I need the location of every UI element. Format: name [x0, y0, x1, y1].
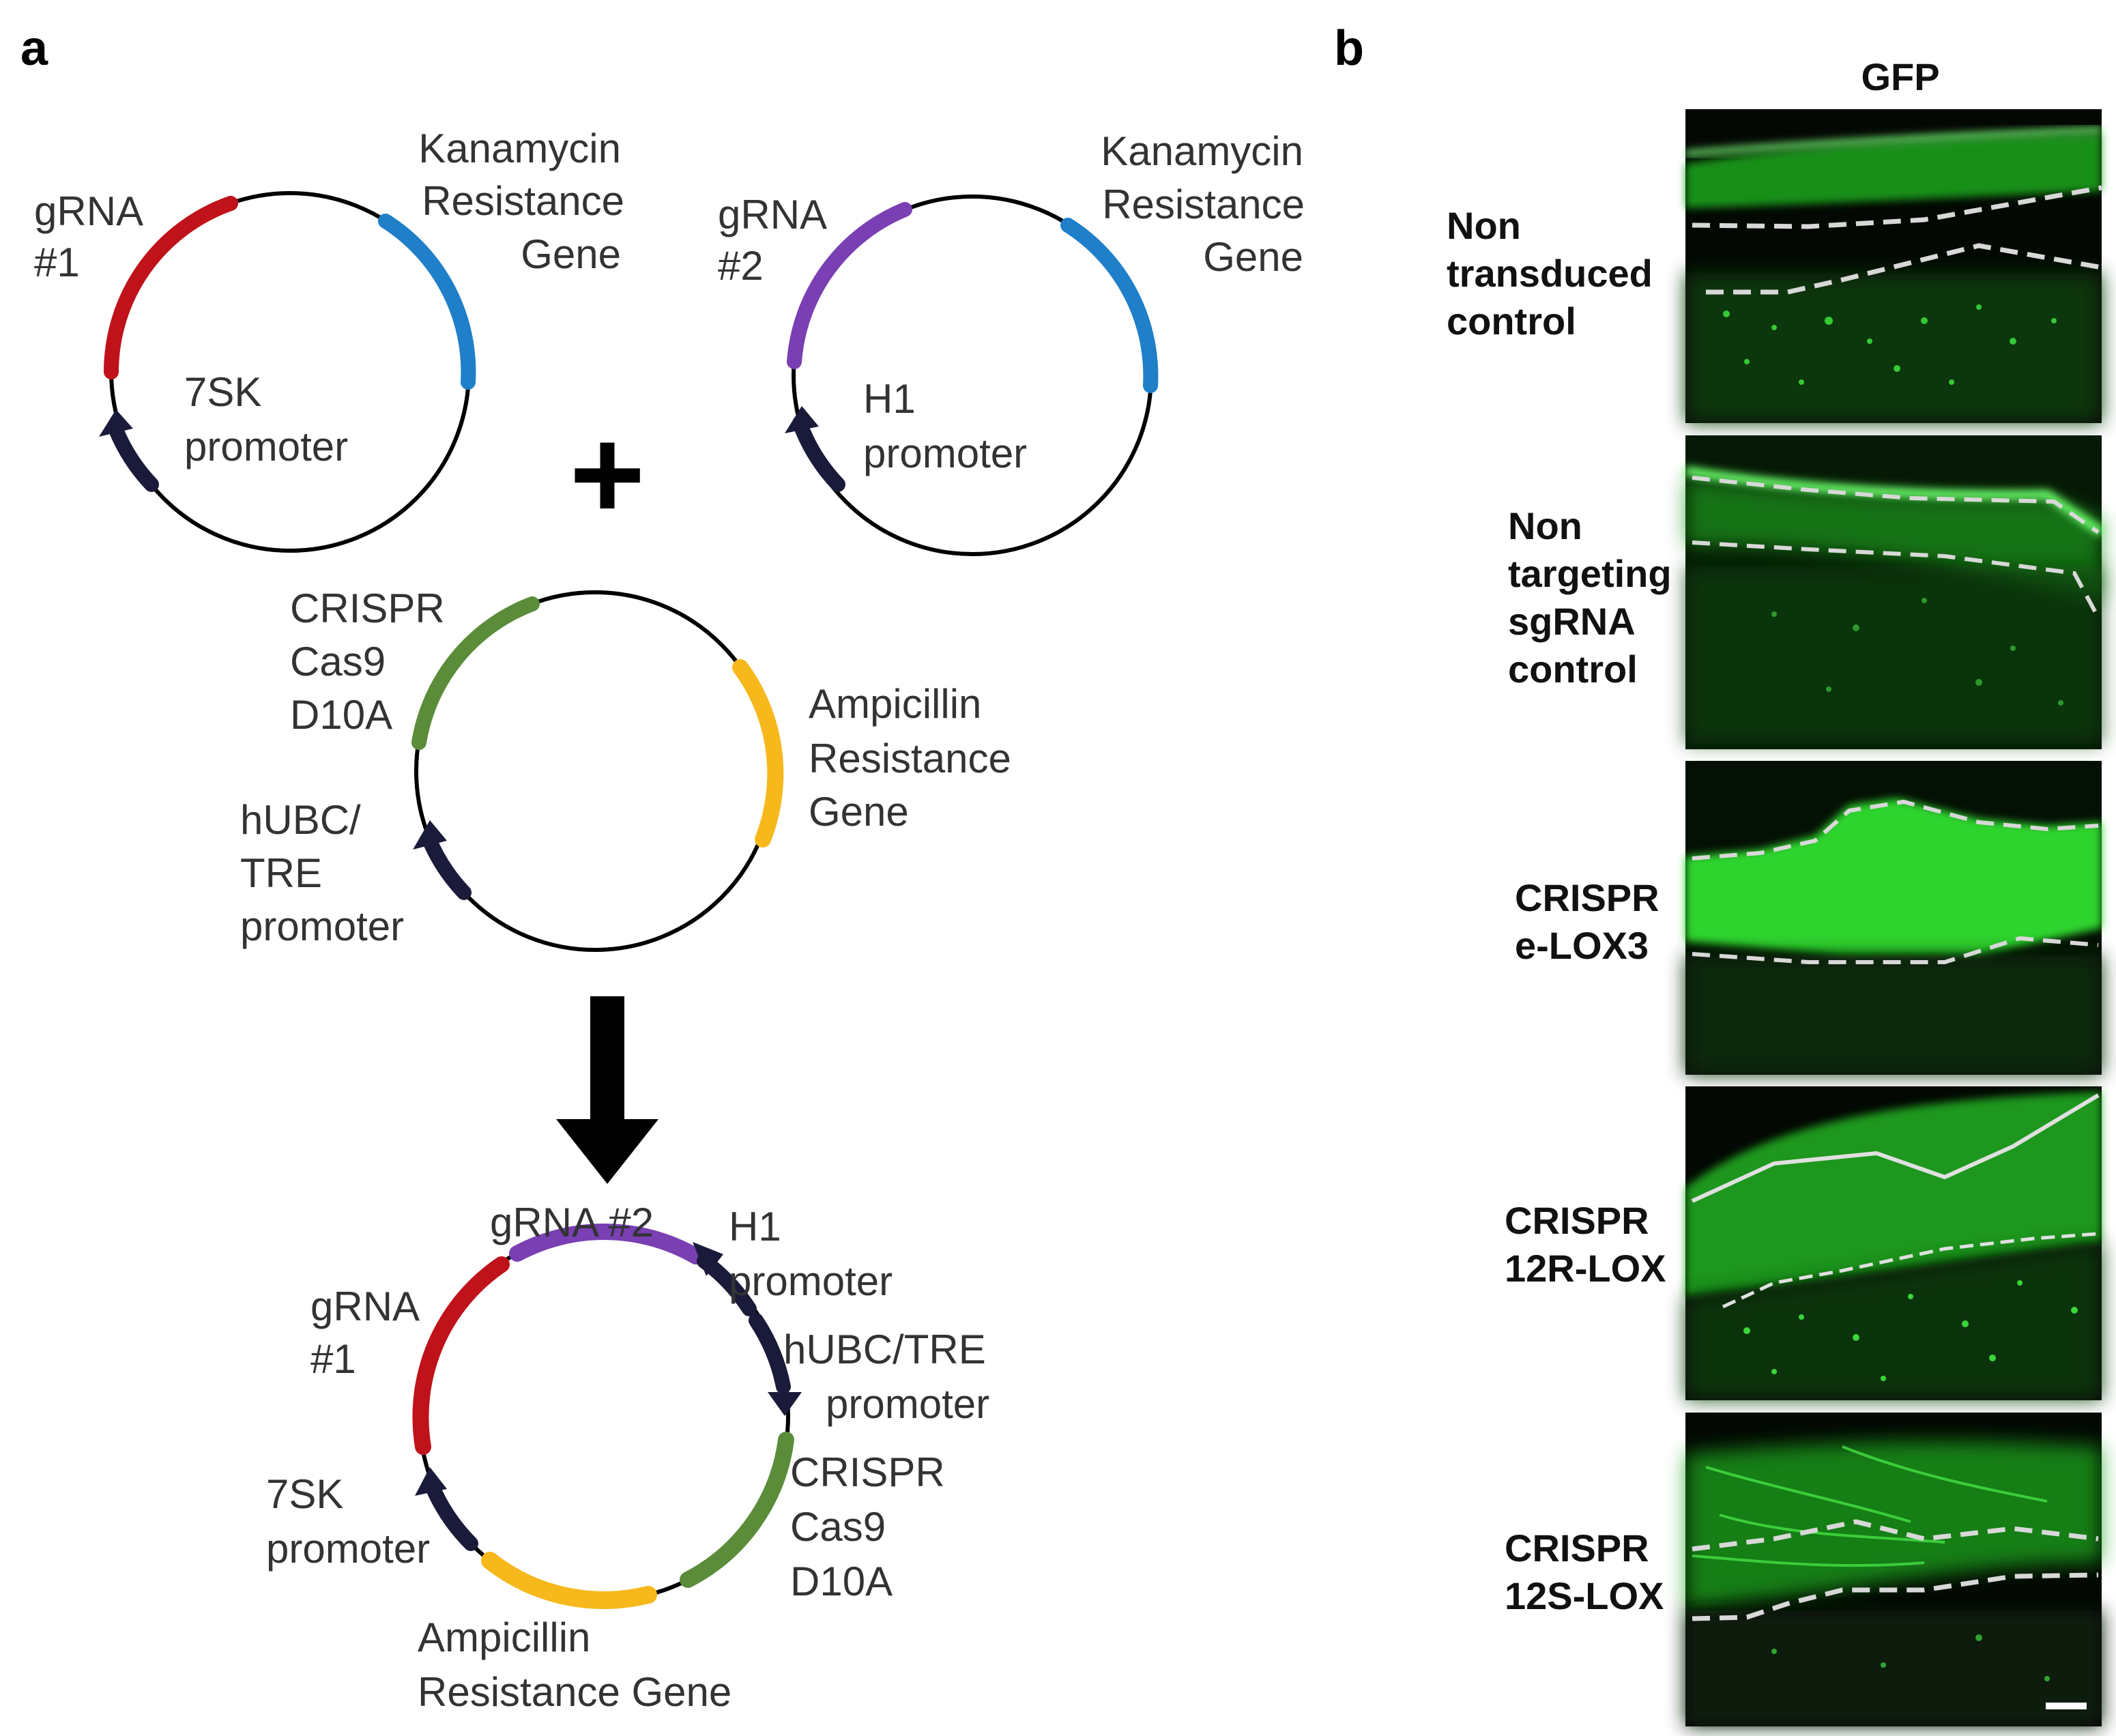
- micrograph-12s-lox: [1685, 1413, 2102, 1726]
- plasmid-4-7sk-arrowhead: [415, 1467, 447, 1496]
- row-1-label-l2: transduced: [1447, 252, 1653, 295]
- plasmid-4-7sk-arc: [424, 1477, 478, 1551]
- plasmid-3-promoter-arrowhead: [413, 820, 447, 850]
- plasmid-4-hubc-label-l1: hUBC/TRE: [783, 1327, 986, 1372]
- plasmid-1-kanamycin-arc: [378, 214, 476, 390]
- plasmid-1-promoter-arc: [107, 419, 159, 492]
- plasmid-1-gRNA-label-l1: gRNA: [34, 188, 143, 234]
- panel-label-a: a: [20, 21, 48, 76]
- plasmid-3-prom-label-l1: hUBC/: [240, 797, 361, 843]
- plasmid-4-7sk-label-l2: promoter: [266, 1526, 430, 1572]
- plasmid-4-gRNA1-label-l2: #1: [310, 1336, 356, 1382]
- row-3-label-l1: CRISPR: [1515, 876, 1660, 919]
- plasmid-3-amp-label-l3: Gene: [809, 789, 909, 835]
- plasmid-4-cas9-arc: [680, 1432, 794, 1588]
- plasmid-1-prom-label-l2: promoter: [184, 424, 348, 469]
- plasmid-3-prom-label-l2: TRE: [240, 850, 322, 896]
- down-arrow-icon: [556, 996, 658, 1184]
- plasmid-3-prom-label-l3: promoter: [240, 903, 404, 949]
- plasmid-4: gRNA #2 H1 promoter hUBC/TRE promoter CR…: [266, 1200, 989, 1715]
- plasmid-4-hubc-arc: [749, 1313, 791, 1394]
- row-4-label-l2: 12R-LOX: [1505, 1247, 1666, 1290]
- plus-sign: +: [570, 402, 646, 547]
- plasmid-2-gRNA-arc: [787, 202, 912, 369]
- plasmid-1-prom-label-l1: 7SK: [184, 369, 261, 415]
- plasmid-3-amp-label-l2: Resistance: [809, 736, 1011, 781]
- plasmid-1: gRNA #1 Kanamycin Resistance Gene 7SK pr…: [34, 126, 624, 553]
- plasmid-4-cas-label-l2: Cas9: [790, 1504, 886, 1550]
- plasmid-1-promoter-arrowhead: [99, 409, 133, 437]
- plasmid-2-kan-label-l2: Resistance: [1102, 182, 1305, 227]
- plasmid-4-cas-label-l1: CRISPR: [790, 1449, 945, 1495]
- plasmid-4-amp-label-l2: Resistance Gene: [418, 1669, 731, 1715]
- row-2-label-l1: Non: [1508, 504, 1582, 547]
- plasmid-2: gRNA #2 Kanamycin Resistance Gene H1 pro…: [718, 128, 1305, 556]
- plasmid-3-cas9-arc: [411, 596, 540, 750]
- plasmid-4-h1-label-l1: H1: [729, 1204, 781, 1249]
- micrograph-non-transduced: [1685, 109, 2102, 423]
- row-5-label-l1: CRISPR: [1505, 1527, 1649, 1569]
- plasmid-2-gRNA-label-l2: #2: [718, 243, 764, 289]
- plasmid-2-kanamycin-arc: [1060, 218, 1159, 393]
- row-2-label-l3: sgRNA: [1508, 600, 1636, 643]
- row-1-label-l3: control: [1447, 300, 1576, 343]
- plasmid-3-cas-label-l3: D10A: [290, 692, 392, 738]
- scale-bar: [2046, 1703, 2087, 1709]
- plasmid-3-cas-label-l2: Cas9: [290, 639, 386, 684]
- plasmid-4-gRNA1-label-l1: gRNA: [310, 1284, 420, 1329]
- plasmid-4-hubc-arrowhead: [768, 1392, 802, 1416]
- plasmid-2-prom-label-l1: H1: [863, 376, 916, 422]
- plasmid-2-kan-label-l1: Kanamycin: [1101, 128, 1303, 174]
- plasmid-4-h1-arrowhead: [693, 1242, 723, 1276]
- row-5-label-l2: 12S-LOX: [1505, 1574, 1664, 1617]
- plasmid-3-cas-label-l1: CRISPR: [290, 585, 445, 631]
- plasmid-3-amp-label-l1: Ampicillin: [809, 681, 981, 727]
- plasmid-1-kan-label-l3: Gene: [521, 231, 621, 277]
- plasmid-1-gRNA-label-l2: #1: [34, 240, 80, 285]
- micrograph-12r-lox: [1685, 1086, 2102, 1400]
- plasmid-2-promoter-arc: [792, 416, 845, 492]
- plasmid-2-promoter-arrowhead: [785, 406, 819, 433]
- plasmid-2-prom-label-l2: promoter: [863, 431, 1027, 476]
- plasmid-4-hubc-label-l2: promoter: [826, 1381, 989, 1427]
- plasmid-3: CRISPR Cas9 D10A Ampicillin Resistance G…: [240, 585, 1011, 952]
- row-2-label-l2: targeting: [1508, 552, 1672, 595]
- plasmid-4-cas-label-l3: D10A: [790, 1559, 893, 1604]
- plasmid-1-gRNA-arc: [104, 196, 238, 379]
- plasmid-3-promoter-arc: [421, 830, 472, 900]
- plasmid-4-gRNA1-arc: [412, 1256, 510, 1455]
- plasmid-2-kan-label-l3: Gene: [1203, 234, 1303, 280]
- plasmid-4-gRNA2-label: gRNA #2: [490, 1200, 654, 1245]
- plasmid-4-ampicillin-arc: [481, 1552, 657, 1609]
- plasmid-1-kan-label-l2: Resistance: [422, 178, 624, 224]
- plasmid-4-h1-label-l2: promoter: [729, 1258, 893, 1304]
- plasmid-4-gRNA2-arc: [509, 1224, 704, 1264]
- row-4-label-l1: CRISPR: [1505, 1199, 1649, 1242]
- plasmid-4-7sk-label-l1: 7SK: [266, 1471, 343, 1517]
- row-1-label-l1: Non: [1447, 204, 1521, 247]
- gfp-header: GFP: [1861, 55, 1939, 98]
- plasmid-4-amp-label-l1: Ampicillin: [418, 1615, 590, 1660]
- panel-label-b: b: [1334, 21, 1364, 76]
- plasmid-1-kan-label-l1: Kanamycin: [418, 126, 621, 171]
- plasmid-2-gRNA-label-l1: gRNA: [718, 192, 827, 237]
- micrograph-non-targeting: [1684, 435, 2104, 749]
- row-2-label-l4: control: [1508, 648, 1638, 691]
- plasmid-3-ampicillin-arc: [732, 659, 784, 848]
- row-3-label-l2: e-LOX3: [1515, 924, 1649, 967]
- micrograph-e-lox3: [1685, 761, 2102, 1075]
